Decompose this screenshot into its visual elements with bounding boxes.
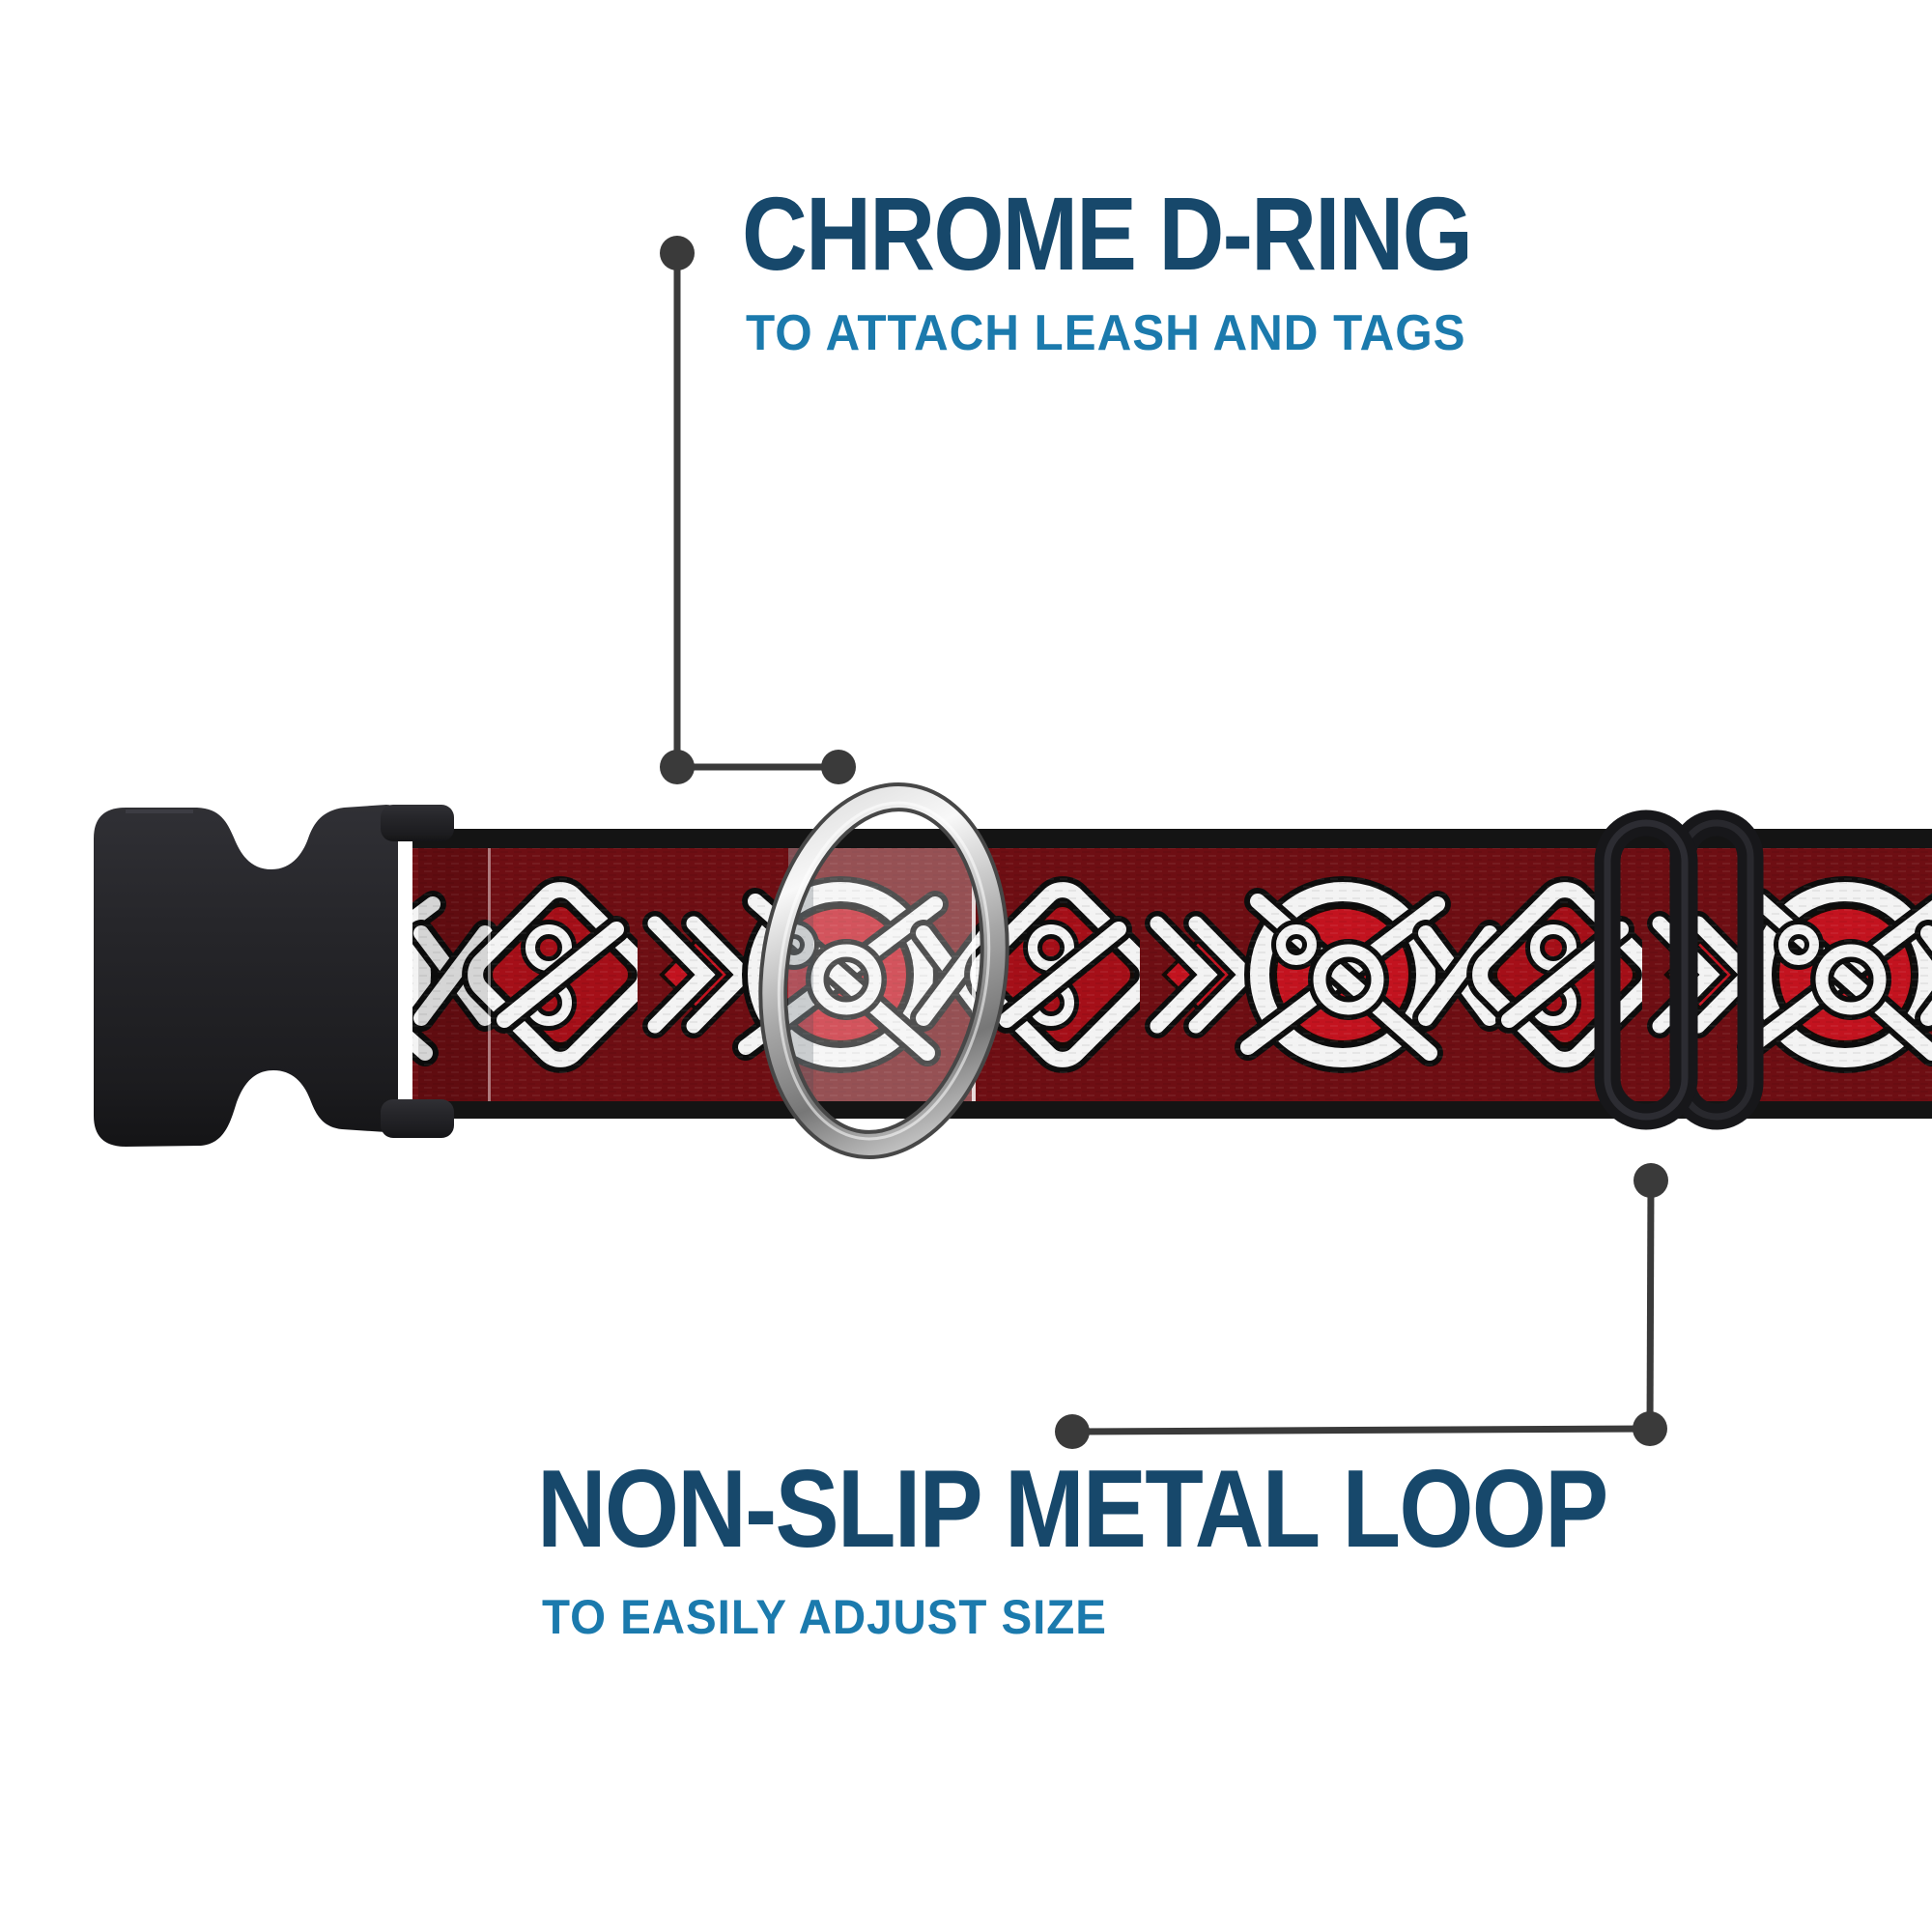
webbing-weave-texture <box>412 848 1932 1101</box>
top-callout-title-text: CHROME D-RING <box>742 175 1473 292</box>
d-ring-chrome-band <box>762 786 1006 1155</box>
chrome-d-ring <box>758 782 1009 1159</box>
buckle-body <box>94 805 398 1147</box>
top-callout-subtitle: TO ATTACH LEASH AND TAGS <box>746 308 1504 358</box>
callout-bottom-vertical-line <box>1646 1179 1655 1430</box>
bottom-callout-subtitle-text: TO EASILY ADJUST SIZE <box>542 1590 1107 1644</box>
callout-top-corner-dot <box>660 750 695 784</box>
webbing-fold-shadow <box>418 848 488 1101</box>
callout-top <box>660 236 856 784</box>
callout-bottom-anchor-dot <box>1634 1163 1668 1198</box>
plastic-buckle <box>94 805 454 1147</box>
collar-webbing <box>412 829 1932 1119</box>
callout-top-start-dot <box>660 236 695 270</box>
buckle-frame-bottom-bar <box>381 1099 454 1138</box>
bottom-callout-title-text: NON-SLIP METAL LOOP <box>537 1448 1608 1571</box>
bottom-callout-subtitle: TO EASILY ADJUST SIZE <box>542 1593 1137 1641</box>
d-ring-inner-highlight <box>777 801 991 1141</box>
webbing-overlap-sheen <box>813 848 972 1101</box>
bottom-callout-title: NON-SLIP METAL LOOP <box>537 1455 1767 1565</box>
callout-bottom <box>1055 1163 1668 1449</box>
top-callout-subtitle-text: TO ATTACH LEASH AND TAGS <box>746 305 1466 361</box>
buckle-frame-top-bar <box>381 805 454 841</box>
webbing-fold-seam-right <box>972 848 976 1101</box>
webbing-fold-seam-left <box>488 848 491 1101</box>
adjuster-slider <box>1594 810 1764 1130</box>
callout-top-anchor-dot <box>821 750 856 784</box>
slider-left-loop-sheen <box>1604 819 1689 1121</box>
callout-bottom-end-dot <box>1055 1414 1090 1449</box>
callout-bottom-corner-dot <box>1633 1411 1667 1446</box>
callout-bottom-horizontal-line <box>1071 1425 1651 1435</box>
top-callout-title: CHROME D-RING <box>742 182 1580 286</box>
